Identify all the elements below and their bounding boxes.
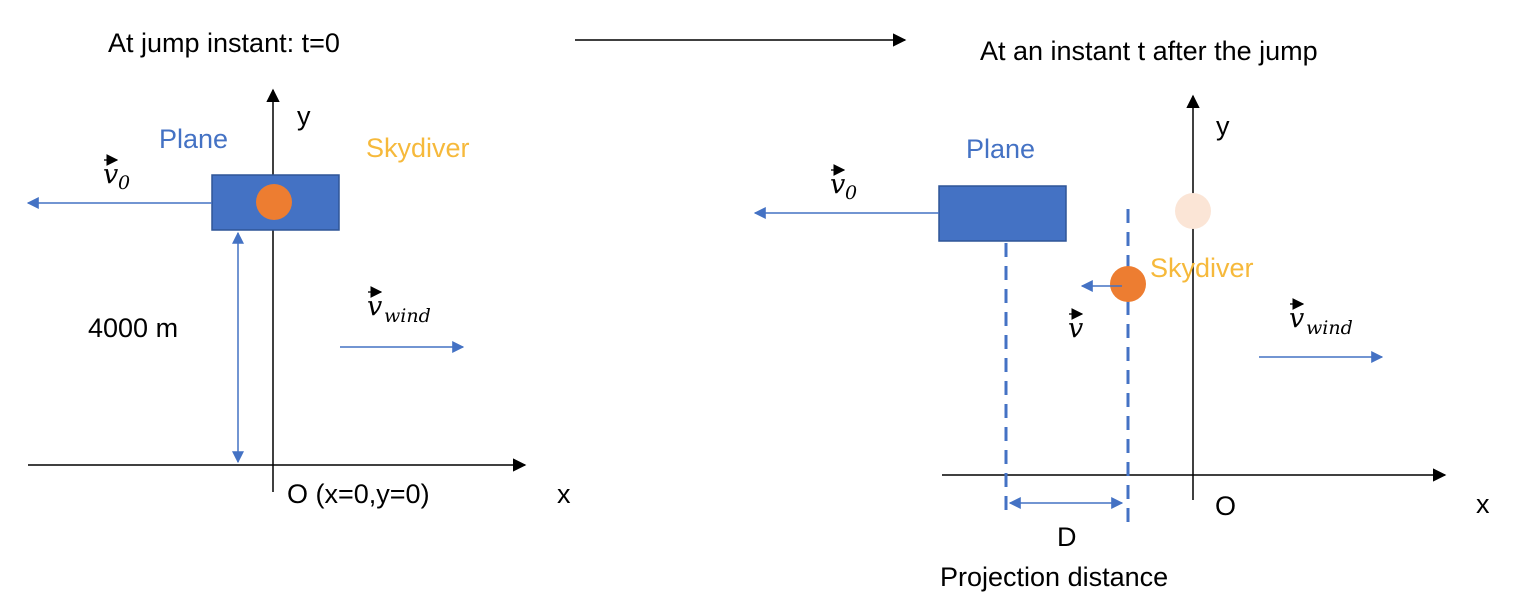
left-origin-label: O (x=0,y=0): [287, 479, 430, 509]
right-title: At an instant t after the jump: [980, 36, 1318, 66]
left-height-label: 4000 m: [88, 313, 178, 343]
right-skydiver: [1110, 266, 1146, 302]
right-y-axis-label: y: [1216, 111, 1230, 141]
svg-text:v: v: [1289, 303, 1304, 334]
right-plane: [938, 185, 1067, 242]
right-v-label: v: [1068, 308, 1083, 344]
projection-distance-label: Projection distance: [940, 562, 1168, 592]
left-wind-label: v wind: [367, 286, 431, 327]
right-skydiver-ghost: [1175, 193, 1211, 229]
svg-text:v: v: [1068, 313, 1083, 344]
left-v0-label: v 0: [103, 154, 130, 194]
left-skydiver: [256, 184, 292, 220]
right-origin-label: O: [1215, 491, 1236, 521]
right-scene: At an instant t after the jump y x O Pla…: [753, 36, 1490, 592]
svg-text:0: 0: [845, 182, 857, 204]
right-x-axis-label: x: [1476, 489, 1490, 519]
right-plane-label: Plane: [966, 134, 1035, 164]
right-v0-label: v 0: [830, 164, 857, 204]
left-skydiver-label: Skydiver: [366, 133, 470, 163]
svg-text:v: v: [830, 169, 845, 200]
right-skydiver-label: Skydiver: [1150, 253, 1254, 283]
svg-text:v: v: [103, 159, 118, 190]
left-title: At jump instant: t=0: [108, 28, 340, 58]
svg-text:0: 0: [118, 172, 130, 194]
right-wind-label: v wind: [1289, 298, 1353, 339]
svg-text:v: v: [367, 291, 382, 322]
left-scene: At jump instant: t=0 y x O (x=0,y=0) Pla…: [26, 28, 571, 509]
svg-text:wind: wind: [1306, 317, 1353, 339]
distance-label: D: [1057, 522, 1077, 552]
left-y-axis-label: y: [297, 101, 311, 131]
left-plane-label: Plane: [159, 124, 228, 154]
left-x-axis-label: x: [557, 479, 571, 509]
svg-text:wind: wind: [384, 305, 431, 327]
